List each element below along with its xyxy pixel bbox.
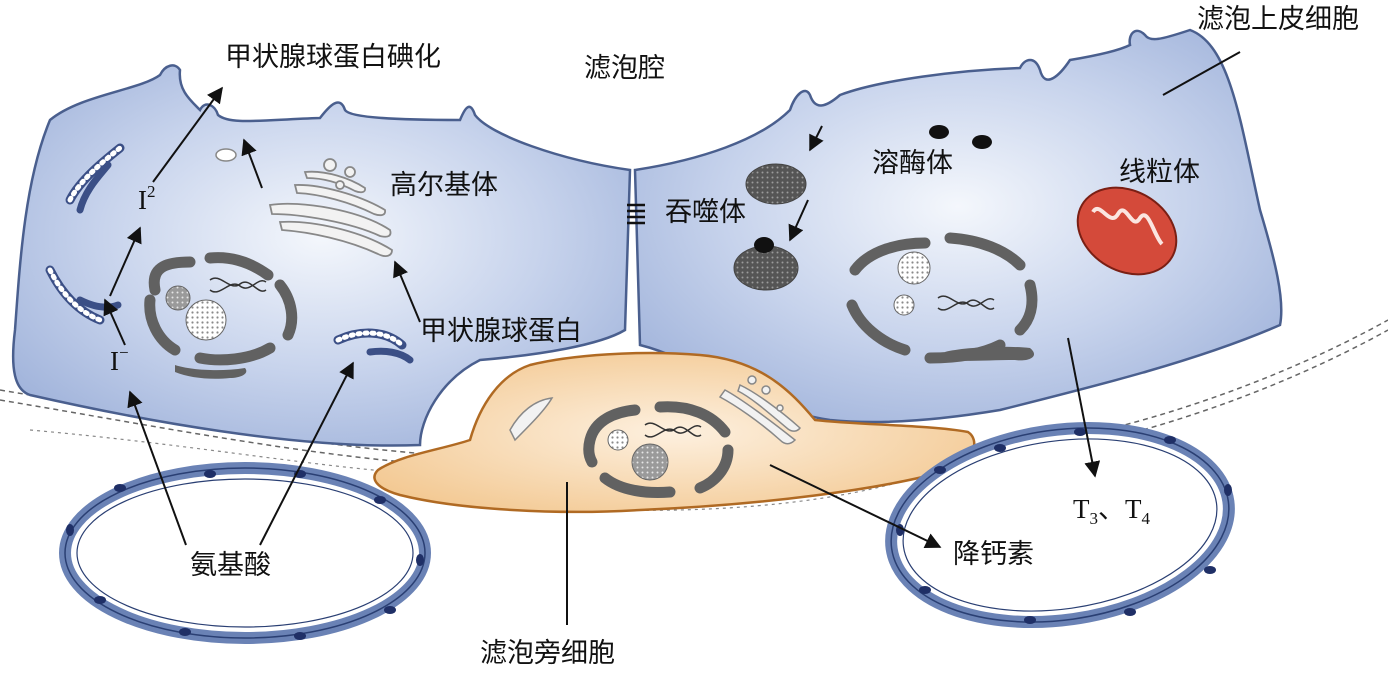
label-mitochondria: 线粒体 [1119,157,1200,188]
label-parafollicular-cell: 滤泡旁细胞 [480,638,615,669]
right-nucleus [846,232,1038,364]
left-nucleus [144,252,298,379]
arrow-icon [259,361,354,546]
dna-icon [209,277,267,293]
right-capillary [885,421,1235,629]
parafollicular-nucleus [583,401,734,498]
label-t3-t4: T3、T4 [1073,494,1151,528]
label-iodide: I− [110,343,129,376]
lysosome-2 [972,135,992,149]
parafollicular-organelles [509,375,802,498]
label-iodination: 甲状腺球蛋白碘化 [225,42,441,73]
dna-icon [644,422,702,438]
tight-junction [627,203,645,225]
label-calcitonin: 降钙素 [953,539,1034,570]
label-thyroglobulin: 甲状腺球蛋白 [420,316,582,347]
label-golgi: 高尔基体 [390,170,498,201]
right-cell-organelles [627,125,1178,364]
right-epithelial-cell [633,28,1283,424]
label-follicular-epithelial-cell: 滤泡上皮细胞 [1197,4,1359,35]
golgi-apparatus [268,158,393,257]
labels: 甲状腺球蛋白碘化 滤泡腔 滤泡上皮细胞 高尔基体 吞噬体 溶酶体 线粒体 甲状腺… [110,4,1359,669]
arrows [103,51,1241,625]
arrow-icon [1067,337,1101,478]
phagosome-top [745,163,807,205]
arrow-icon [241,138,263,189]
arrow-icon [103,298,126,346]
left-cell-organelles [45,143,414,379]
arrow-icon [788,199,809,242]
label-phagosome: 吞噬体 [665,197,746,228]
arrow-icon [393,260,421,323]
arrow-icon [152,86,223,183]
label-follicle-lumen: 滤泡腔 [584,53,665,84]
lysosome-1 [929,125,949,139]
parafollicular-cell [373,351,976,514]
left-capillary [59,462,431,644]
dna-icon [937,295,995,311]
label-amino-acid: 氨基酸 [190,550,271,581]
mitochondrion [1076,186,1178,276]
arrow-icon [127,390,187,546]
arrow-icon [809,125,824,152]
label-iodine: I2 [138,182,156,215]
label-lysosome: 溶酶体 [872,148,953,179]
arrow-icon [769,464,942,548]
arrow-icon [109,226,142,297]
